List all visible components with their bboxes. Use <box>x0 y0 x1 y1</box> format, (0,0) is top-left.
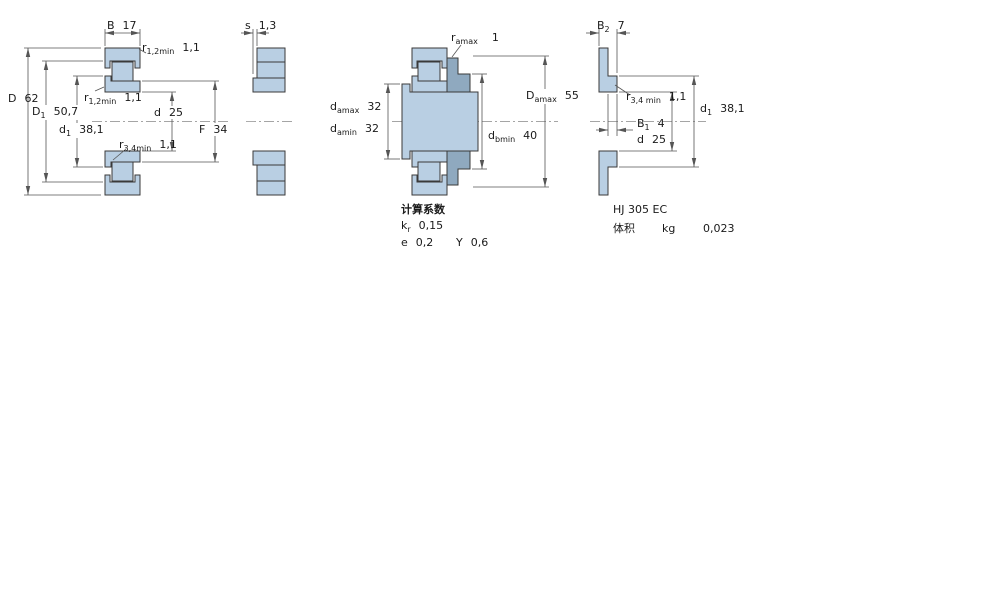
part-internal-lines <box>257 61 285 182</box>
outer-ring-bottom-section <box>104 174 141 196</box>
roller-top <box>111 61 134 82</box>
outer-ring-top-section <box>104 47 141 69</box>
inner-ring-top-section <box>104 75 141 93</box>
angle-ring-top-section <box>446 57 471 93</box>
ring-mass-label: 体积 <box>613 222 635 235</box>
angle-ring-view-bottom <box>598 150 618 196</box>
mount-roller-top <box>417 61 441 82</box>
part-sections <box>104 47 618 196</box>
dimension-arrowheads <box>25 30 697 195</box>
shaft-section <box>401 83 479 160</box>
angle-ring-view-top <box>598 47 618 93</box>
side-view-top-section <box>252 47 286 93</box>
ring-mass-unit: kg <box>662 222 676 235</box>
ring-mass-value: 0,023 <box>703 222 735 235</box>
side-view-bottom-section <box>252 150 286 196</box>
mount-outer-ring-top <box>411 47 448 69</box>
angle-ring-bottom-section <box>446 150 471 186</box>
inner-ring-bottom-section <box>104 150 141 168</box>
mount-outer-ring-bottom <box>411 174 448 196</box>
mount-roller-bottom <box>417 161 441 182</box>
roller-bottom <box>111 161 134 182</box>
ring-designation: HJ 305 EC <box>613 203 668 216</box>
abutment-sections <box>446 57 471 186</box>
factors-title: 计算系数 <box>401 203 445 216</box>
